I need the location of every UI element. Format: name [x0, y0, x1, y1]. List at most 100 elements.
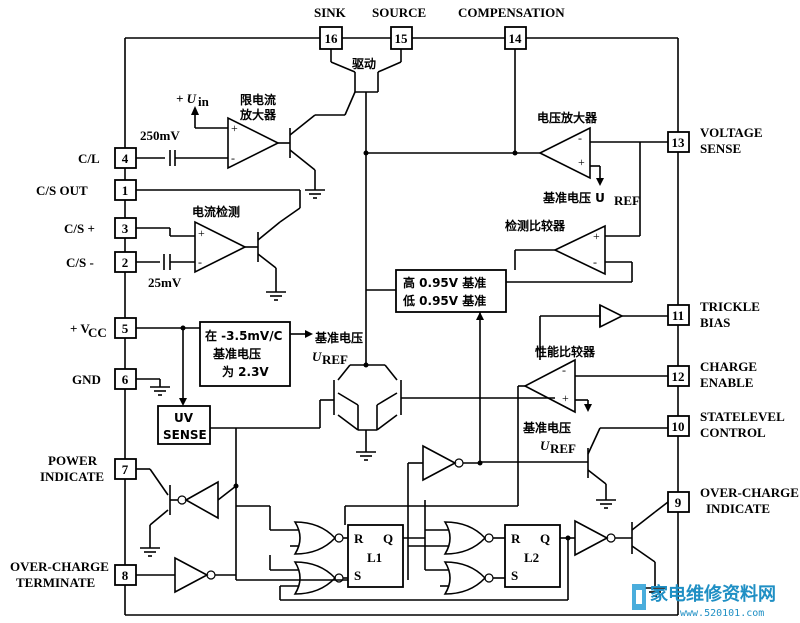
drive-label: 驱动 — [352, 57, 376, 71]
svg-text:+: + — [562, 391, 569, 405]
pin-11: 11 — [667, 304, 690, 326]
svg-text:+: + — [231, 121, 238, 135]
svg-text:11: 11 — [672, 308, 684, 323]
limit-amp-label-1: 限电流 — [240, 92, 276, 107]
latch-l2: R Q S L2 — [279, 524, 575, 601]
nor-gate-2 — [269, 555, 348, 595]
svg-text:15: 15 — [395, 31, 409, 46]
svg-text:+: + — [593, 229, 600, 243]
limit-amp-label-2: 放大器 — [239, 107, 277, 122]
center-switch — [236, 362, 555, 461]
nor-gate-3 — [408, 521, 505, 555]
svg-text:REF: REF — [614, 193, 640, 208]
svg-text:13: 13 — [672, 135, 686, 150]
pin-1: 1 — [114, 179, 137, 201]
watermark: 家电维修资料网 www.520101.com — [632, 583, 776, 619]
perf-comp-label: 性能比较器 — [534, 344, 596, 359]
svg-text:低 0.95V 基准: 低 0.95V 基准 — [402, 293, 486, 308]
current-detect-amplifier: + - — [136, 189, 301, 301]
svg-text:14: 14 — [509, 31, 523, 46]
pin-15: 15 — [390, 26, 413, 50]
svg-text:2: 2 — [122, 255, 129, 270]
svg-text:+ V: + V — [70, 321, 90, 336]
pin-13: 13 — [667, 131, 690, 153]
svg-text:Q: Q — [383, 531, 393, 546]
svg-text:S: S — [354, 568, 361, 583]
svg-text:在 -3.5mV/C: 在 -3.5mV/C — [205, 328, 283, 343]
voltage-amp-label: 电压放大器 — [537, 110, 598, 125]
statelevel-label-1: STATELEVEL — [700, 409, 785, 424]
power-indicate-label-2: INDICATE — [40, 469, 104, 484]
pin-10: 10 — [667, 415, 690, 437]
svg-text:SENSE: SENSE — [163, 428, 207, 442]
voltage-amplifier: + - — [538, 126, 668, 186]
power-indicate-label-1: POWER — [48, 453, 98, 468]
svg-text:+ U: + U — [176, 91, 197, 106]
svg-text:U: U — [312, 349, 322, 364]
detect-comp-label: 检测比较器 — [505, 218, 566, 233]
trickle-bias-label-1: TRICKLE — [700, 299, 760, 314]
uin-label: + U in — [176, 91, 210, 109]
svg-text:10: 10 — [672, 419, 685, 434]
svg-text:7: 7 — [122, 462, 129, 477]
pin-7: 7 — [114, 458, 137, 480]
svg-text:1: 1 — [122, 183, 129, 198]
v250-label: 250mV — [140, 128, 180, 143]
cs-minus-label: C/S - — [66, 255, 94, 270]
svg-text:基准电压: 基准电压 — [212, 346, 261, 361]
svg-text:REF: REF — [550, 441, 576, 456]
svg-text:-: - — [231, 151, 235, 165]
vcc-label: + V CC — [70, 321, 107, 340]
reference-095-box: 高 0.95V 基准 低 0.95V 基准 — [366, 269, 507, 462]
svg-text:S: S — [511, 568, 518, 583]
over-charge-terminate-driver — [136, 556, 236, 594]
current-limit-amplifier: + - — [136, 91, 356, 199]
charge-enable-label-1: CHARGE — [700, 359, 757, 374]
svg-text:-: - — [578, 131, 582, 145]
nor-gate-1 — [236, 505, 348, 555]
power-indicate-driver — [136, 468, 237, 557]
uv-sense-box: UV SENSE — [157, 405, 239, 580]
source-label: SOURCE — [372, 5, 426, 20]
trickle-diode — [599, 303, 668, 329]
svg-text:CC: CC — [88, 325, 107, 340]
svg-text:REF: REF — [322, 352, 348, 367]
svg-text:L1: L1 — [367, 550, 382, 565]
voltage-sense-label-2: SENSE — [700, 141, 741, 156]
temperature-reference-box: 在 -3.5mV/C 基准电压 为 2.3V — [136, 321, 313, 387]
compensation-label: COMPENSATION — [458, 5, 565, 20]
cl-label: C/L — [78, 151, 100, 166]
svg-text:R: R — [511, 531, 521, 546]
over-charge-indicate-label-1: OVER-CHARGE — [700, 485, 799, 500]
svg-text:+: + — [578, 155, 585, 169]
svg-text:4: 4 — [122, 151, 129, 166]
current-detect-label: 电流检测 — [192, 204, 240, 219]
uref-b-label: U REF — [312, 349, 348, 367]
pin-14: 14 — [504, 26, 527, 50]
cs-out-label: C/S OUT — [36, 183, 88, 198]
pin-3: 3 — [114, 217, 137, 239]
pin-5: 5 — [114, 317, 137, 339]
v25-label: 25mV — [148, 275, 182, 290]
svg-text:+: + — [198, 226, 205, 240]
svg-text:6: 6 — [122, 372, 129, 387]
svg-text:www.520101.com: www.520101.com — [680, 608, 764, 619]
svg-text:L2: L2 — [524, 550, 539, 565]
vref-c-label: 基准电压 — [522, 420, 571, 435]
pin-4: 4 — [114, 147, 137, 169]
svg-text:9: 9 — [675, 495, 682, 510]
pin-2: 2 — [114, 251, 137, 273]
pin-9: 9 — [667, 491, 690, 513]
pin-6: 6 — [114, 368, 137, 390]
svg-text:-: - — [562, 363, 566, 377]
svg-text:R: R — [354, 531, 364, 546]
svg-text:16: 16 — [325, 31, 339, 46]
gnd-label: GND — [72, 372, 101, 387]
svg-text:基准电压 U: 基准电压 U — [542, 190, 605, 205]
statelevel-label-2: CONTROL — [700, 425, 766, 440]
chip-outline — [124, 37, 679, 616]
svg-text:3: 3 — [122, 221, 129, 236]
svg-text:in: in — [198, 94, 210, 109]
voltage-sense-label-1: VOLTAGE — [700, 125, 763, 140]
